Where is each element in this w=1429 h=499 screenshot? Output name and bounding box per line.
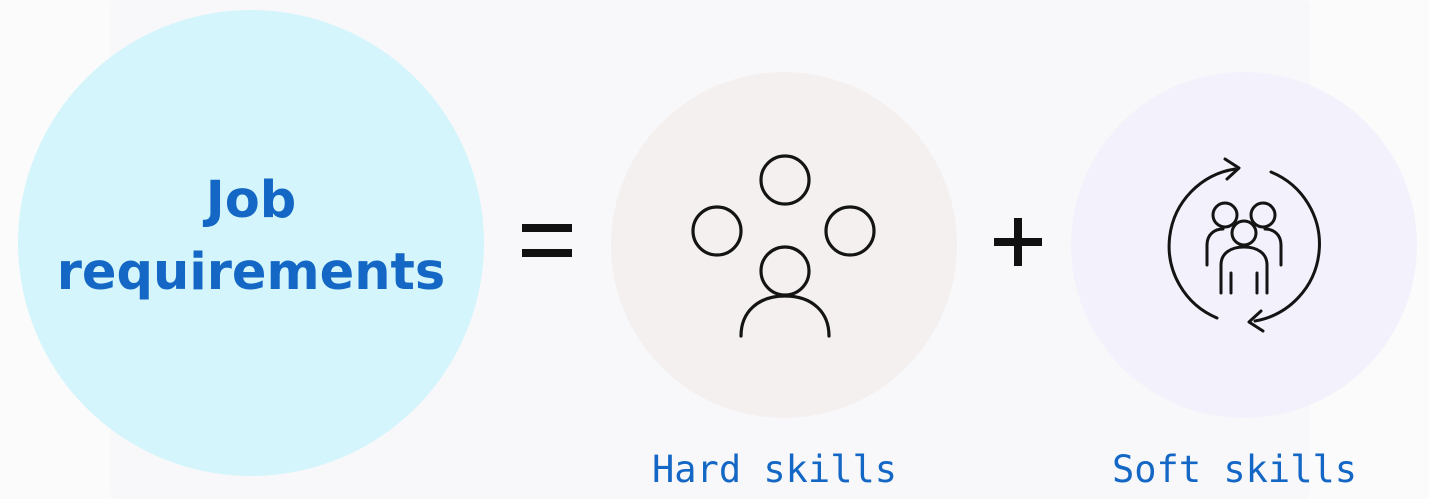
- job-requirements-title: Job requirements: [57, 165, 446, 309]
- job-requirements-circle: Job requirements: [18, 10, 484, 476]
- person-with-ideas-icon: [691, 154, 876, 338]
- equals-icon: [522, 224, 572, 257]
- plus-icon: [994, 218, 1042, 266]
- title-line-2: requirements: [56, 243, 446, 302]
- group-cycle-icon: [1167, 157, 1321, 333]
- hard-skills-label: Hard skills: [652, 448, 898, 491]
- soft-skills-label: Soft skills: [1112, 448, 1358, 491]
- title-line-1: Job: [205, 171, 297, 230]
- hard-skills-circle: [611, 72, 957, 418]
